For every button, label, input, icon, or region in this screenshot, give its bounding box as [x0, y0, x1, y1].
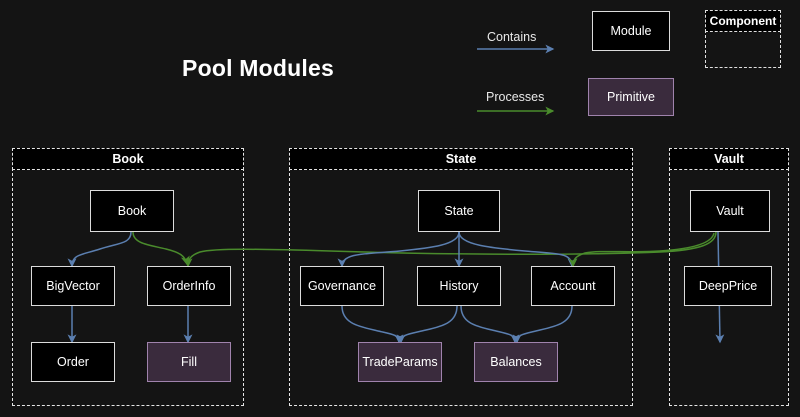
- node-order[interactable]: Order: [31, 342, 115, 382]
- edge-vault-account: [568, 232, 715, 268]
- node-deepprice[interactable]: DeepPrice: [684, 266, 772, 306]
- edge-history-tradeparams: [396, 305, 458, 344]
- edge-book-orderinfo: [132, 231, 190, 266]
- legend-contains-label: Contains: [487, 30, 537, 44]
- edge-vault-orderinfo: [183, 231, 717, 268]
- node-tradeparams[interactable]: TradeParams: [358, 342, 442, 382]
- section-state-header: State: [289, 148, 633, 170]
- legend-processes-label: Processes: [486, 90, 545, 104]
- legend-module-swatch: Module: [592, 11, 670, 51]
- section-vault-header: Vault: [669, 148, 789, 170]
- edge-governance-tradeparams: [341, 305, 404, 344]
- node-governance[interactable]: Governance: [300, 266, 384, 306]
- node-orderinfo[interactable]: OrderInfo: [147, 266, 231, 306]
- legend-primitive-swatch: Primitive: [588, 78, 674, 116]
- edge-book-bigvector: [67, 231, 132, 268]
- node-balances[interactable]: Balances: [474, 342, 558, 382]
- legend-component-label: Component: [705, 10, 781, 32]
- edge-state-governance: [337, 231, 460, 268]
- node-bigvector[interactable]: BigVector: [31, 266, 115, 306]
- page-title: Pool Modules: [182, 55, 334, 81]
- section-book-header: Book: [12, 148, 244, 170]
- node-vault[interactable]: Vault: [690, 190, 770, 232]
- node-account[interactable]: Account: [531, 266, 615, 306]
- edge-history-balances: [460, 305, 520, 344]
- edge-account-balances: [512, 305, 573, 344]
- edge-state-account: [458, 231, 577, 268]
- node-history[interactable]: History: [417, 266, 501, 306]
- node-book[interactable]: Book: [90, 190, 174, 232]
- node-fill[interactable]: Fill: [147, 342, 231, 382]
- node-state[interactable]: State: [418, 190, 500, 232]
